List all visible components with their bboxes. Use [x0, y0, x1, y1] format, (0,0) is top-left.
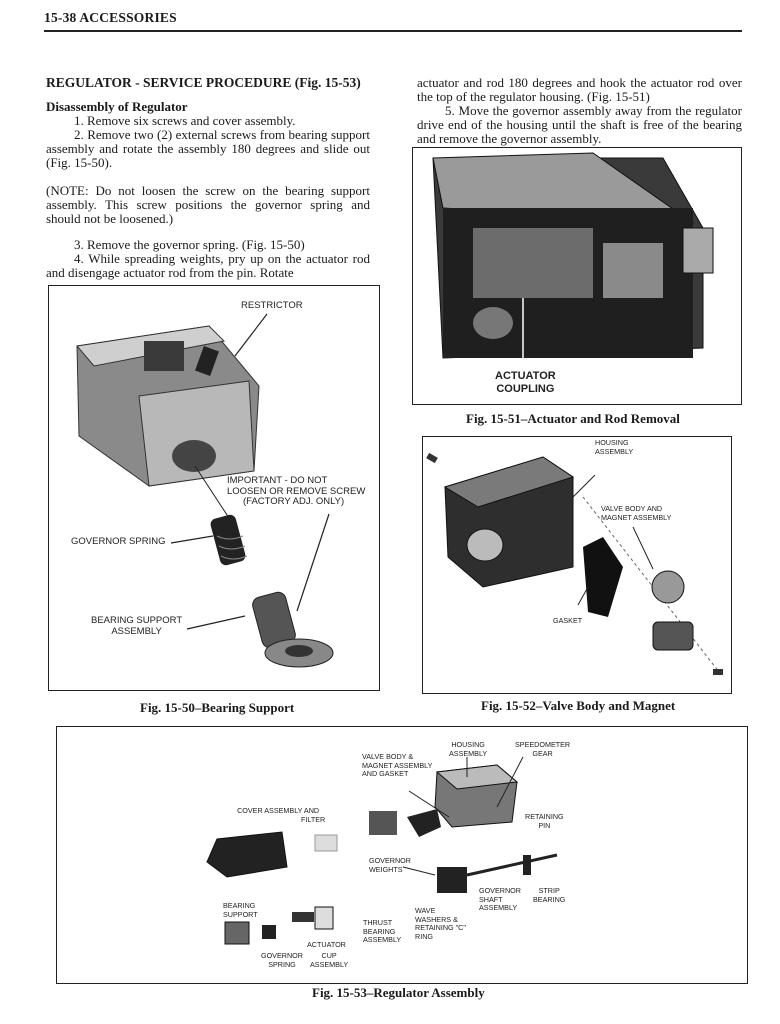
- label-gasket: GASKET: [553, 616, 583, 625]
- label-thrust: THRUST: [363, 918, 393, 927]
- label-wave-washers: WAVE WASHERS & RETAINING "C" RING: [415, 906, 466, 941]
- label-thrust-bearing: THRUST BEARING ASSEMBLY: [363, 918, 402, 945]
- label-important-line-3: (FACTORY ADJ. ONLY): [243, 496, 345, 507]
- label-washers: WASHERS &: [415, 914, 458, 924]
- label-coupling: COUPLING: [496, 383, 555, 395]
- label-actuator-53: ACTUATOR: [307, 940, 346, 949]
- label-thrust-bearing-word: BEARING: [363, 926, 396, 936]
- label-important-line-1: IMPORTANT - DO NOT: [227, 475, 328, 486]
- step-3: 3. Remove the governor spring. (Fig. 15-…: [74, 237, 305, 252]
- label-retaining-c: RETAINING "C": [415, 923, 466, 932]
- subheading: Disassembly of Regulator: [46, 99, 188, 114]
- label-support-53: SUPPORT: [223, 909, 258, 919]
- label-retaining: RETAINING: [525, 812, 564, 821]
- step-4: 4. While spreading weights, pry up on th…: [46, 251, 370, 280]
- label-governor-shaft-line-1: GOVERNOR: [479, 886, 521, 895]
- governor-spring-shape: [210, 514, 248, 566]
- label-ring: RING: [415, 931, 433, 941]
- actuator-rod-illustration: [432, 152, 714, 366]
- label-housing-assembly-53: HOUSING ASSEMBLY: [449, 740, 488, 758]
- label-governor-spring: GOVERNOR SPRING: [71, 536, 166, 547]
- label-governor-spring-53: GOVERNOR SPRING: [261, 951, 303, 969]
- valve-body-magnet-illustration: [426, 452, 724, 678]
- bearing-support-shape: [252, 591, 334, 668]
- step-2: 2. Remove two (2) external screws from b…: [46, 127, 370, 170]
- label-magnet-assembly: MAGNET ASSEMBLY: [601, 512, 672, 522]
- label-cup-assembly: CUP ASSEMBLY: [310, 951, 349, 969]
- label-governor-weights-line-1: GOVERNOR: [369, 856, 411, 865]
- label-important-note: IMPORTANT - DO NOT LOOSEN OR REMOVE SCRE…: [227, 475, 366, 508]
- label-housing-53: HOUSING: [451, 740, 485, 749]
- label-speedometer: SPEEDOMETER: [515, 740, 571, 749]
- caption-fig-15-52: Fig. 15-52–Valve Body and Magnet: [481, 698, 676, 713]
- label-restrictor: RESTRICTOR: [241, 300, 303, 311]
- label-bearing-support-line-1: BEARING SUPPORT: [91, 615, 183, 626]
- label-valve-body-gasket: VALVE BODY & MAGNET ASSEMBLY AND GASKET: [362, 752, 433, 779]
- label-valve-body: VALVE BODY AND: [601, 504, 663, 513]
- bearing-support-illustration: [76, 313, 334, 668]
- figure-15-53: HOUSING ASSEMBLY SPEEDOMETER GEAR VALVE …: [56, 726, 748, 984]
- note: (NOTE: Do not loosen the screw on the be…: [46, 183, 370, 226]
- label-magnet-assembly-53: MAGNET ASSEMBLY: [362, 760, 433, 770]
- label-actuator: ACTUATOR: [495, 370, 556, 382]
- label-bearing-53: BEARING: [223, 901, 256, 910]
- caption-fig-15-50: Fig. 15-50–Bearing Support: [140, 700, 295, 715]
- label-strip-bearing: STRIP BEARING: [533, 886, 566, 904]
- label-housing-assembly-word: ASSEMBLY: [595, 446, 634, 456]
- label-governor-weights: GOVERNOR WEIGHTS: [369, 856, 411, 874]
- page-header: 15-38 ACCESSORIES: [44, 10, 177, 25]
- label-governor-shaft: GOVERNOR SHAFT ASSEMBLY: [479, 886, 521, 913]
- figure-15-50: RESTRICTOR IMPORTANT - DO NOT LOOSEN OR …: [48, 285, 380, 691]
- label-cover-assembly: COVER ASSEMBLY AND: [237, 806, 320, 815]
- caption-fig-15-51: Fig. 15-51–Actuator and Rod Removal: [466, 411, 680, 426]
- label-cover-filter: COVER ASSEMBLY AND FILTER: [231, 806, 326, 824]
- label-bearing-support-line-2: ASSEMBLY: [111, 625, 162, 637]
- label-governor-spring-53-line-1: GOVERNOR: [261, 951, 303, 960]
- figure-15-51: ACTUATOR COUPLING: [412, 147, 742, 405]
- step-4-continued: actuator and rod 180 degrees and hook th…: [417, 75, 742, 104]
- label-valve-body-magnet: VALVE BODY AND MAGNET ASSEMBLY: [601, 504, 672, 522]
- label-wave: WAVE: [415, 906, 436, 915]
- label-cup: CUP: [321, 951, 337, 960]
- figure-15-52: HOUSING ASSEMBLY VALVE BODY AND MAGNET A…: [422, 436, 732, 694]
- label-valve-body-53: VALVE BODY &: [362, 752, 414, 761]
- label-strip-bearing-word: BEARING: [533, 894, 566, 904]
- label-governor-shaft-line-3: ASSEMBLY: [479, 903, 518, 912]
- label-governor-spring-53-line-2: SPRING: [268, 959, 296, 969]
- step-5: 5. Move the governor assembly away from …: [417, 103, 742, 146]
- label-pin: PIN: [538, 820, 551, 830]
- label-important-line-2: LOOSEN OR REMOVE SCREW: [227, 485, 366, 497]
- left-text-column: REGULATOR - SERVICE PROCEDURE (Fig. 15-5…: [46, 76, 370, 280]
- label-cup-assembly-word: ASSEMBLY: [310, 959, 349, 969]
- label-bearing-support: BEARING SUPPORT ASSEMBLY: [91, 615, 183, 637]
- label-gear: GEAR: [532, 748, 553, 758]
- label-governor-shaft-line-2: SHAFT: [479, 894, 503, 904]
- regulator-exploded-illustration: [206, 756, 558, 945]
- label-retaining-pin: RETAINING PIN: [525, 812, 564, 830]
- step-1: 1. Remove six screws and cover assembly.: [74, 113, 296, 128]
- label-speedometer-gear: SPEEDOMETER GEAR: [515, 740, 571, 758]
- label-filter: FILTER: [301, 814, 326, 824]
- label-housing-assembly: HOUSING ASSEMBLY: [595, 438, 634, 456]
- right-text-column: actuator and rod 180 degrees and hook th…: [417, 76, 742, 146]
- label-strip: STRIP: [538, 886, 560, 895]
- section-heading: REGULATOR - SERVICE PROCEDURE (Fig. 15-5…: [46, 75, 361, 90]
- label-thrust-assembly: ASSEMBLY: [363, 935, 402, 944]
- label-actuator-coupling: ACTUATOR COUPLING: [495, 370, 556, 396]
- label-housing: HOUSING: [595, 438, 629, 447]
- header-rule: [44, 30, 742, 32]
- label-bearing-support-53: BEARING SUPPORT: [223, 901, 258, 919]
- caption-fig-15-53: Fig. 15-53–Regulator Assembly: [312, 985, 485, 1000]
- label-and-gasket: AND GASKET: [362, 769, 409, 778]
- label-assembly-53: ASSEMBLY: [449, 748, 488, 758]
- label-governor-weights-line-2: WEIGHTS: [369, 864, 403, 874]
